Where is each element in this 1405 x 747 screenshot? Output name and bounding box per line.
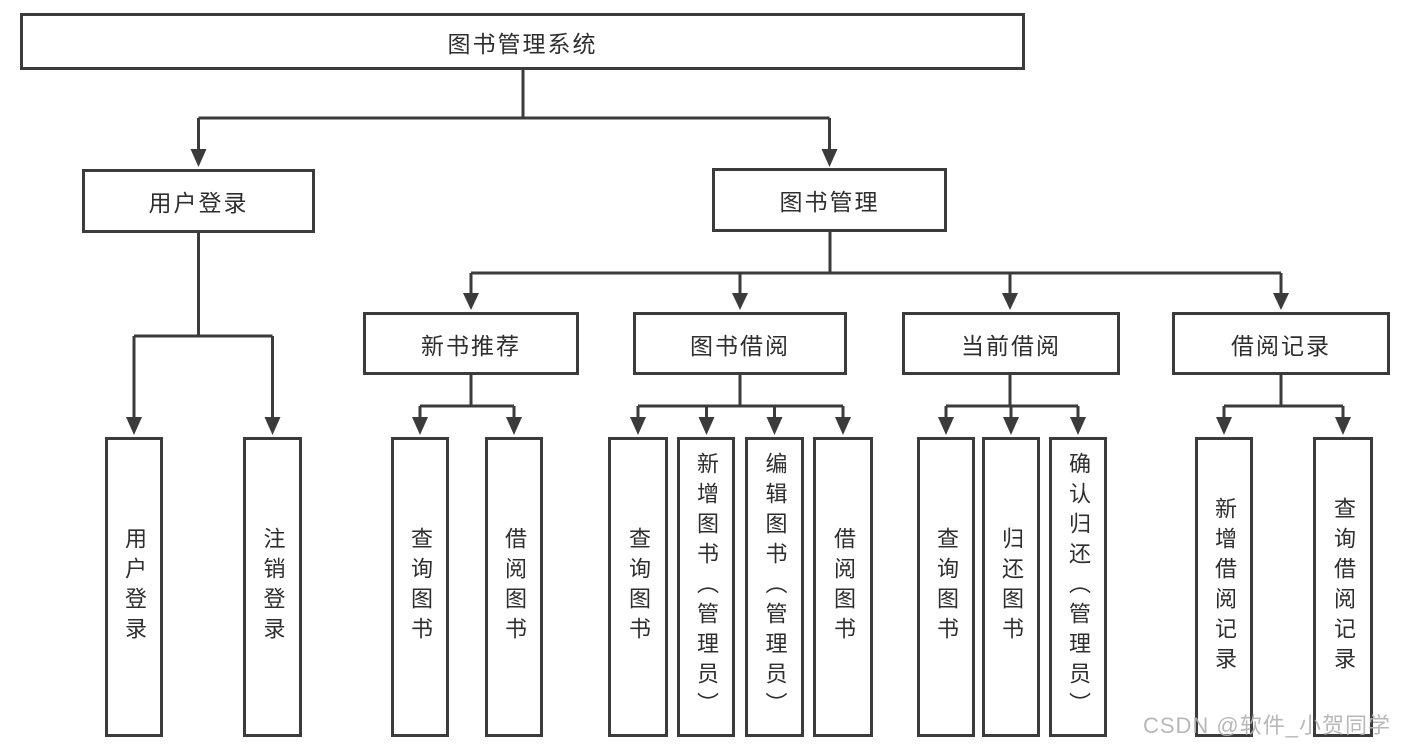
node-label: 借阅记录 — [1231, 332, 1331, 359]
connector-lines — [132, 70, 1345, 419]
arrowhead — [1216, 417, 1232, 435]
arrowhead — [126, 417, 142, 435]
node-user-login: 用户登录 — [82, 169, 315, 233]
node-leaf-logout: 注销登录 — [243, 437, 302, 737]
node-label: 用户登录 — [148, 190, 249, 216]
node-label: 确认归还（管理员） — [1066, 452, 1091, 722]
node-label: 图书借阅 — [690, 332, 790, 359]
node-current-borrowing: 当前借阅 — [902, 312, 1120, 375]
node-label: 借阅图书 — [502, 527, 527, 647]
arrowhead — [698, 417, 715, 435]
arrowhead — [630, 417, 646, 435]
node-leaf-add-book-admin: 新增图书（管理员） — [677, 437, 735, 737]
node-leaf-query-books-rec: 查询图书 — [391, 437, 449, 737]
node-label: 图书管理系统 — [447, 30, 598, 57]
node-leaf-borrow-book: 借阅图书 — [813, 437, 873, 737]
node-leaf-query-books-borrow: 查询图书 — [608, 437, 668, 737]
node-book-management: 图书管理 — [712, 168, 947, 232]
arrowhead — [732, 293, 748, 310]
node-label: 新增借阅记录 — [1212, 497, 1237, 677]
node-label: 查询借阅记录 — [1331, 497, 1356, 677]
arrowhead — [412, 417, 428, 435]
arrowhead — [1335, 417, 1351, 435]
arrowhead — [1003, 417, 1019, 435]
arrowhead — [766, 417, 783, 435]
arrowhead — [835, 417, 851, 435]
node-leaf-edit-book-admin: 编辑图书（管理员） — [745, 437, 804, 737]
node-label: 编辑图书（管理员） — [762, 452, 788, 722]
node-label: 用户登录 — [122, 527, 147, 647]
node-root: 图书管理系统 — [20, 13, 1025, 70]
node-borrowing-records: 借阅记录 — [1172, 312, 1390, 375]
arrowhead — [264, 417, 281, 435]
node-leaf-return-book: 归还图书 — [982, 437, 1040, 737]
node-label: 新书推荐 — [421, 332, 521, 359]
node-leaf-query-borrow-record: 查询借阅记录 — [1313, 437, 1373, 737]
node-label: 图书管理 — [779, 189, 880, 215]
node-leaf-confirm-return-admin: 确认归还（管理员） — [1049, 437, 1107, 737]
node-leaf-borrow-books-rec: 借阅图书 — [485, 437, 543, 737]
node-new-book-recommendation: 新书推荐 — [363, 312, 579, 375]
node-leaf-query-books-current: 查询图书 — [917, 437, 975, 737]
node-label: 新增图书（管理员） — [694, 452, 719, 722]
watermark: CSDN @软件_小贺同学 — [1142, 713, 1391, 738]
arrowhead — [1002, 293, 1018, 310]
node-label: 借阅图书 — [831, 527, 856, 647]
arrowhead — [821, 149, 838, 167]
node-label: 当前借阅 — [961, 332, 1061, 359]
node-label: 注销登录 — [260, 527, 286, 647]
arrowhead — [506, 417, 522, 435]
arrowhead — [463, 293, 479, 310]
node-leaf-add-borrow-record: 新增借阅记录 — [1195, 437, 1253, 737]
arrowheads — [126, 149, 1351, 435]
arrowhead — [1273, 293, 1289, 310]
node-label: 归还图书 — [999, 527, 1024, 647]
node-label: 查询图书 — [626, 527, 651, 647]
node-label: 查询图书 — [408, 527, 433, 647]
node-label: 查询图书 — [934, 527, 959, 647]
node-leaf-user-login: 用户登录 — [105, 437, 163, 737]
node-book-borrowing: 图书借阅 — [633, 312, 847, 375]
arrowhead — [190, 149, 207, 167]
arrowhead — [938, 417, 954, 435]
arrowhead — [1070, 417, 1086, 435]
